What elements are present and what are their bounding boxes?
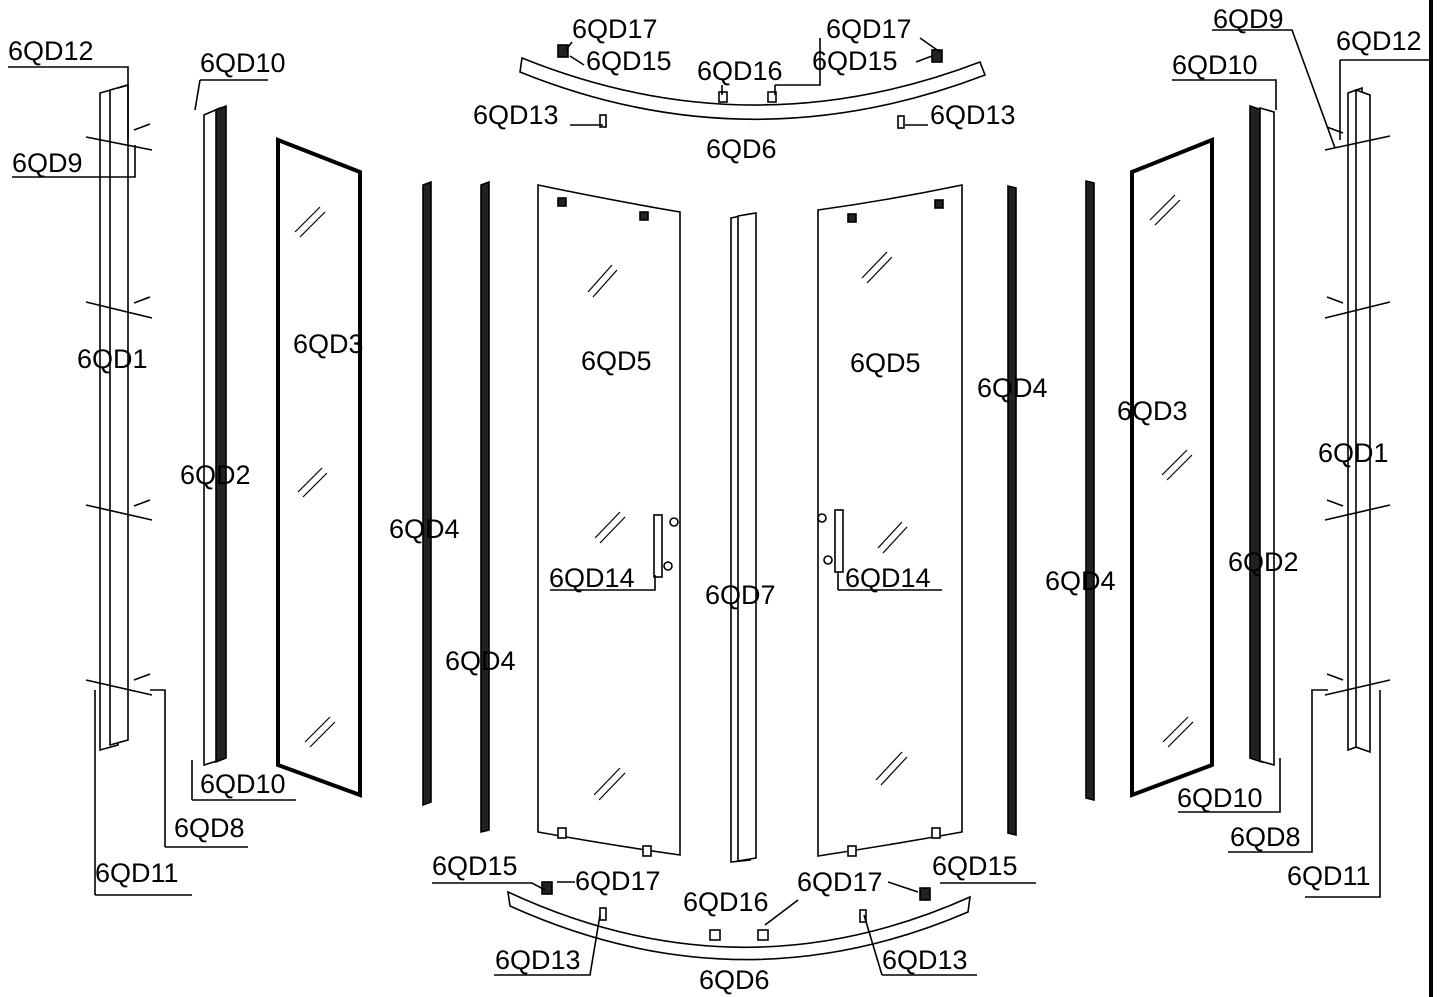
part-6qd1-left — [99, 83, 129, 752]
label-6qd9-right: 6QD9 — [1213, 4, 1284, 34]
part-6qd3-right-glass — [1130, 137, 1214, 798]
label-6qd4-left-a: 6QD4 — [389, 514, 460, 544]
label-6qd15-top-left: 6QD15 — [586, 46, 672, 76]
label-6qd3-left: 6QD3 — [293, 329, 364, 359]
label-6qd10-left-top: 6QD10 — [200, 48, 286, 78]
label-6qd4-left-b: 6QD4 — [445, 646, 516, 676]
part-6qd2-right — [1249, 104, 1275, 767]
part-6qd5-right-door — [817, 184, 963, 857]
label-6qd8-right: 6QD8 — [1230, 822, 1301, 852]
leader-lines — [8, 29, 1430, 976]
part-6qd1-right — [1347, 86, 1371, 754]
label-6qd15-bottom-right: 6QD15 — [932, 851, 1018, 881]
part-6qd3-left-glass — [276, 137, 362, 798]
label-6qd5-left: 6QD5 — [581, 346, 652, 376]
label-6qd17-top-left: 6QD17 — [572, 14, 658, 44]
part-6qd4-left-strips — [422, 180, 490, 834]
label-6qd12-left: 6QD12 — [8, 36, 94, 66]
label-6qd16-top: 6QD16 — [697, 56, 783, 86]
label-6qd2-left: 6QD2 — [180, 460, 251, 490]
part-6qd7-center-profile — [730, 212, 757, 863]
part-6qd4-right-strips — [1007, 179, 1095, 837]
label-6qd11-right: 6QD11 — [1287, 861, 1371, 891]
label-6qd10-right-bottom: 6QD10 — [1177, 783, 1263, 813]
part-6qd2-left — [203, 104, 227, 767]
label-6qd7: 6QD7 — [705, 580, 776, 610]
label-6qd10-left-bottom: 6QD10 — [200, 769, 286, 799]
label-6qd13-bottom-left: 6QD13 — [495, 945, 581, 975]
label-6qd1-right: 6QD1 — [1318, 438, 1389, 468]
label-6qd4-right-b: 6QD4 — [1045, 566, 1116, 596]
label-6qd6-top: 6QD6 — [706, 134, 777, 164]
label-6qd13-top-right: 6QD13 — [930, 100, 1016, 130]
label-6qd5-right: 6QD5 — [850, 348, 921, 378]
part-labels: 6QD12 6QD10 6QD9 6QD1 6QD2 6QD3 6QD4 6QD… — [8, 4, 1422, 995]
label-6qd10-right-top: 6QD10 — [1172, 50, 1258, 80]
label-6qd6-bottom: 6QD6 — [699, 965, 770, 995]
label-6qd14-right: 6QD14 — [845, 563, 931, 593]
label-6qd9-left: 6QD9 — [12, 148, 83, 178]
label-6qd14-left: 6QD14 — [549, 563, 635, 593]
label-6qd13-top-left: 6QD13 — [473, 100, 559, 130]
screws-right — [1324, 126, 1391, 696]
screws-left — [85, 123, 153, 696]
part-6qd5-left-door — [537, 184, 681, 857]
label-6qd1-left: 6QD1 — [77, 344, 148, 374]
label-6qd3-right: 6QD3 — [1117, 396, 1188, 426]
label-6qd15-top-right: 6QD15 — [812, 46, 898, 76]
label-6qd12-right: 6QD12 — [1336, 26, 1422, 56]
label-6qd17-bottom-left: 6QD17 — [575, 866, 661, 896]
label-6qd17-top-right: 6QD17 — [826, 14, 912, 44]
label-6qd15-bottom-left: 6QD15 — [432, 851, 518, 881]
label-6qd4-right-a: 6QD4 — [977, 373, 1048, 403]
label-6qd2-right: 6QD2 — [1228, 547, 1299, 577]
label-6qd17-bottom-right: 6QD17 — [797, 867, 883, 897]
part-6qd6-bottom-rail — [506, 881, 971, 961]
label-6qd8-left: 6QD8 — [174, 813, 245, 843]
label-6qd16-bottom: 6QD16 — [683, 887, 769, 917]
label-6qd11-left: 6QD11 — [95, 858, 179, 888]
label-6qd13-bottom-right: 6QD13 — [882, 945, 968, 975]
